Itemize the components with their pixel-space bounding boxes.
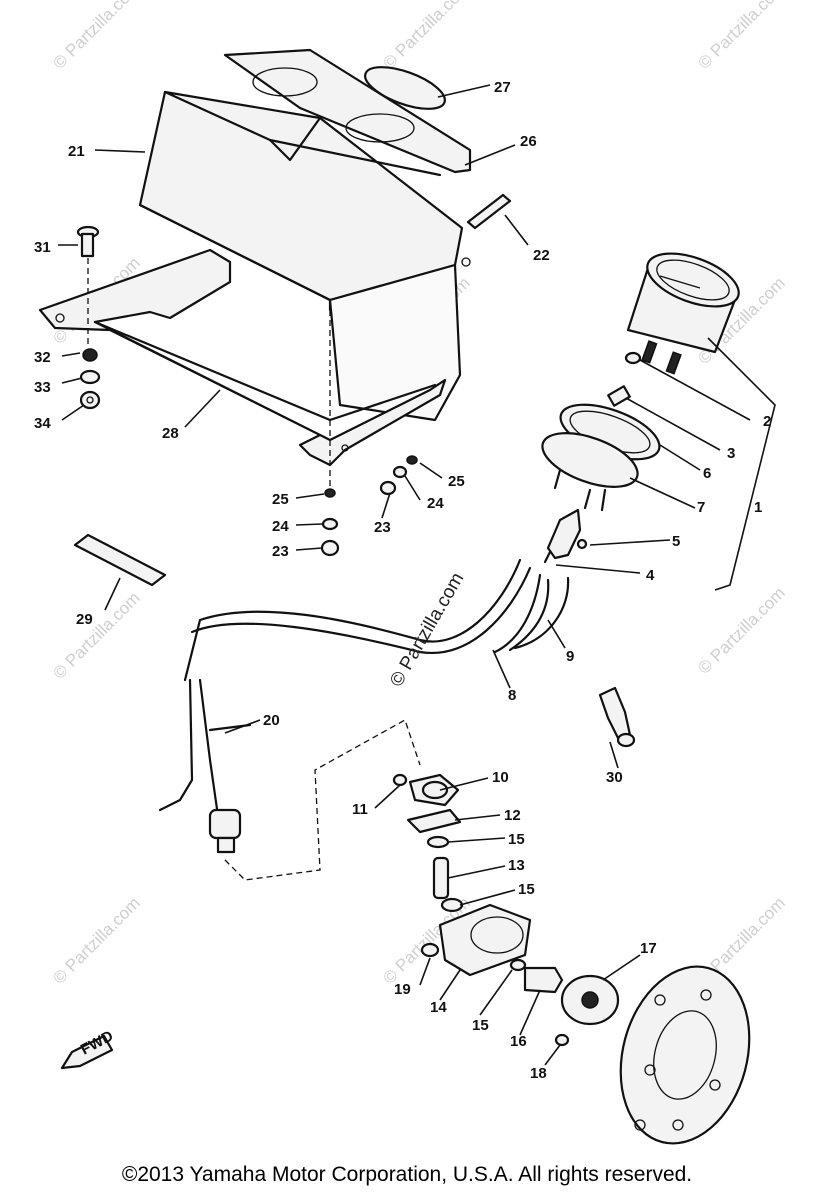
callout-34: 34	[34, 415, 51, 432]
part-meter-cable[interactable]	[183, 558, 570, 682]
part-meter-bulb[interactable]	[607, 351, 642, 407]
part-wheel-hub	[619, 965, 751, 1145]
callout-33: 33	[34, 379, 51, 396]
part-rod[interactable]	[73, 533, 167, 587]
callout-22: 22	[533, 247, 550, 264]
part-meter-assembly[interactable]	[626, 243, 746, 375]
watermark-text: © Partzilla.com	[49, 588, 143, 682]
callout-numbers: 27 26 21 22 31 32 33 34 28 25 24 23 25 2…	[34, 79, 771, 1082]
callout-6: 6	[703, 465, 711, 482]
callout-24: 24	[272, 518, 289, 535]
callout-18: 18	[530, 1065, 547, 1082]
callout-17: 17	[640, 940, 657, 957]
leader-lines	[58, 84, 776, 1066]
part-drive-gear[interactable]	[523, 966, 564, 994]
callout-24: 24	[427, 495, 444, 512]
part-meter-lens[interactable]	[360, 59, 450, 118]
callout-10: 10	[492, 769, 509, 786]
callout-5: 5	[672, 533, 680, 550]
callout-3: 3	[727, 445, 735, 462]
callout-23: 23	[272, 543, 289, 560]
callout-2: 2	[763, 413, 771, 430]
callout-9: 9	[566, 648, 574, 665]
part-speedometer-cable[interactable]	[158, 678, 252, 854]
callout-25: 25	[272, 491, 289, 508]
watermark-text: © Partzilla.com	[379, 0, 473, 73]
part-gear-plate[interactable]	[560, 974, 620, 1026]
part-bolt[interactable]	[76, 225, 100, 258]
part-screw[interactable]	[554, 1033, 570, 1047]
part-right-hardware[interactable]	[379, 455, 418, 496]
callout-4: 4	[646, 567, 655, 584]
part-gear-housing[interactable]	[420, 903, 532, 977]
watermark-text: © Partzilla.com	[49, 893, 143, 987]
callout-21: 21	[68, 143, 85, 160]
callout-28: 28	[162, 425, 179, 442]
callout-16: 16	[510, 1033, 527, 1050]
part-washers[interactable]	[79, 348, 101, 410]
part-top-cover-plate[interactable]	[223, 48, 472, 174]
part-center-hardware[interactable]	[320, 488, 340, 557]
callout-7: 7	[697, 499, 705, 516]
callout-14: 14	[430, 999, 447, 1016]
callout-25: 25	[448, 473, 465, 490]
callout-31: 31	[34, 239, 51, 256]
callout-20: 20	[263, 712, 280, 729]
part-lamp-socket[interactable]	[543, 508, 588, 564]
callout-1: 1	[754, 499, 762, 516]
watermark-text: © Partzilla.com	[694, 583, 788, 677]
fwd-arrow-icon: FWD	[60, 1027, 116, 1070]
watermark-text: © Partzilla.com	[49, 0, 143, 73]
callout-8: 8	[508, 687, 516, 704]
callout-12: 12	[504, 807, 521, 824]
callout-19: 19	[394, 981, 411, 998]
callout-13: 13	[508, 857, 525, 874]
part-elbow-fitting[interactable]	[598, 686, 636, 748]
callout-32: 32	[34, 349, 51, 366]
watermark-text: © Partzilla.com	[694, 0, 788, 73]
part-gear-drive-upper[interactable]	[392, 773, 464, 913]
callout-15: 15	[518, 881, 535, 898]
part-meter-base[interactable]	[535, 394, 666, 512]
connection-guide	[224, 719, 421, 881]
callout-26: 26	[520, 133, 537, 150]
callout-30: 30	[606, 769, 623, 786]
copyright-notice: ©2013 Yamaha Motor Corporation, U.S.A. A…	[121, 1163, 693, 1186]
callout-29: 29	[76, 611, 93, 628]
callout-27: 27	[494, 79, 511, 96]
part-pin[interactable]	[466, 193, 512, 230]
callout-11: 11	[352, 801, 368, 818]
callout-15: 15	[508, 831, 525, 848]
callout-15: 15	[472, 1017, 489, 1034]
part-meter-housing[interactable]	[138, 90, 471, 422]
center-watermark: © Partzilla.com	[386, 569, 468, 690]
callout-23: 23	[374, 519, 391, 536]
